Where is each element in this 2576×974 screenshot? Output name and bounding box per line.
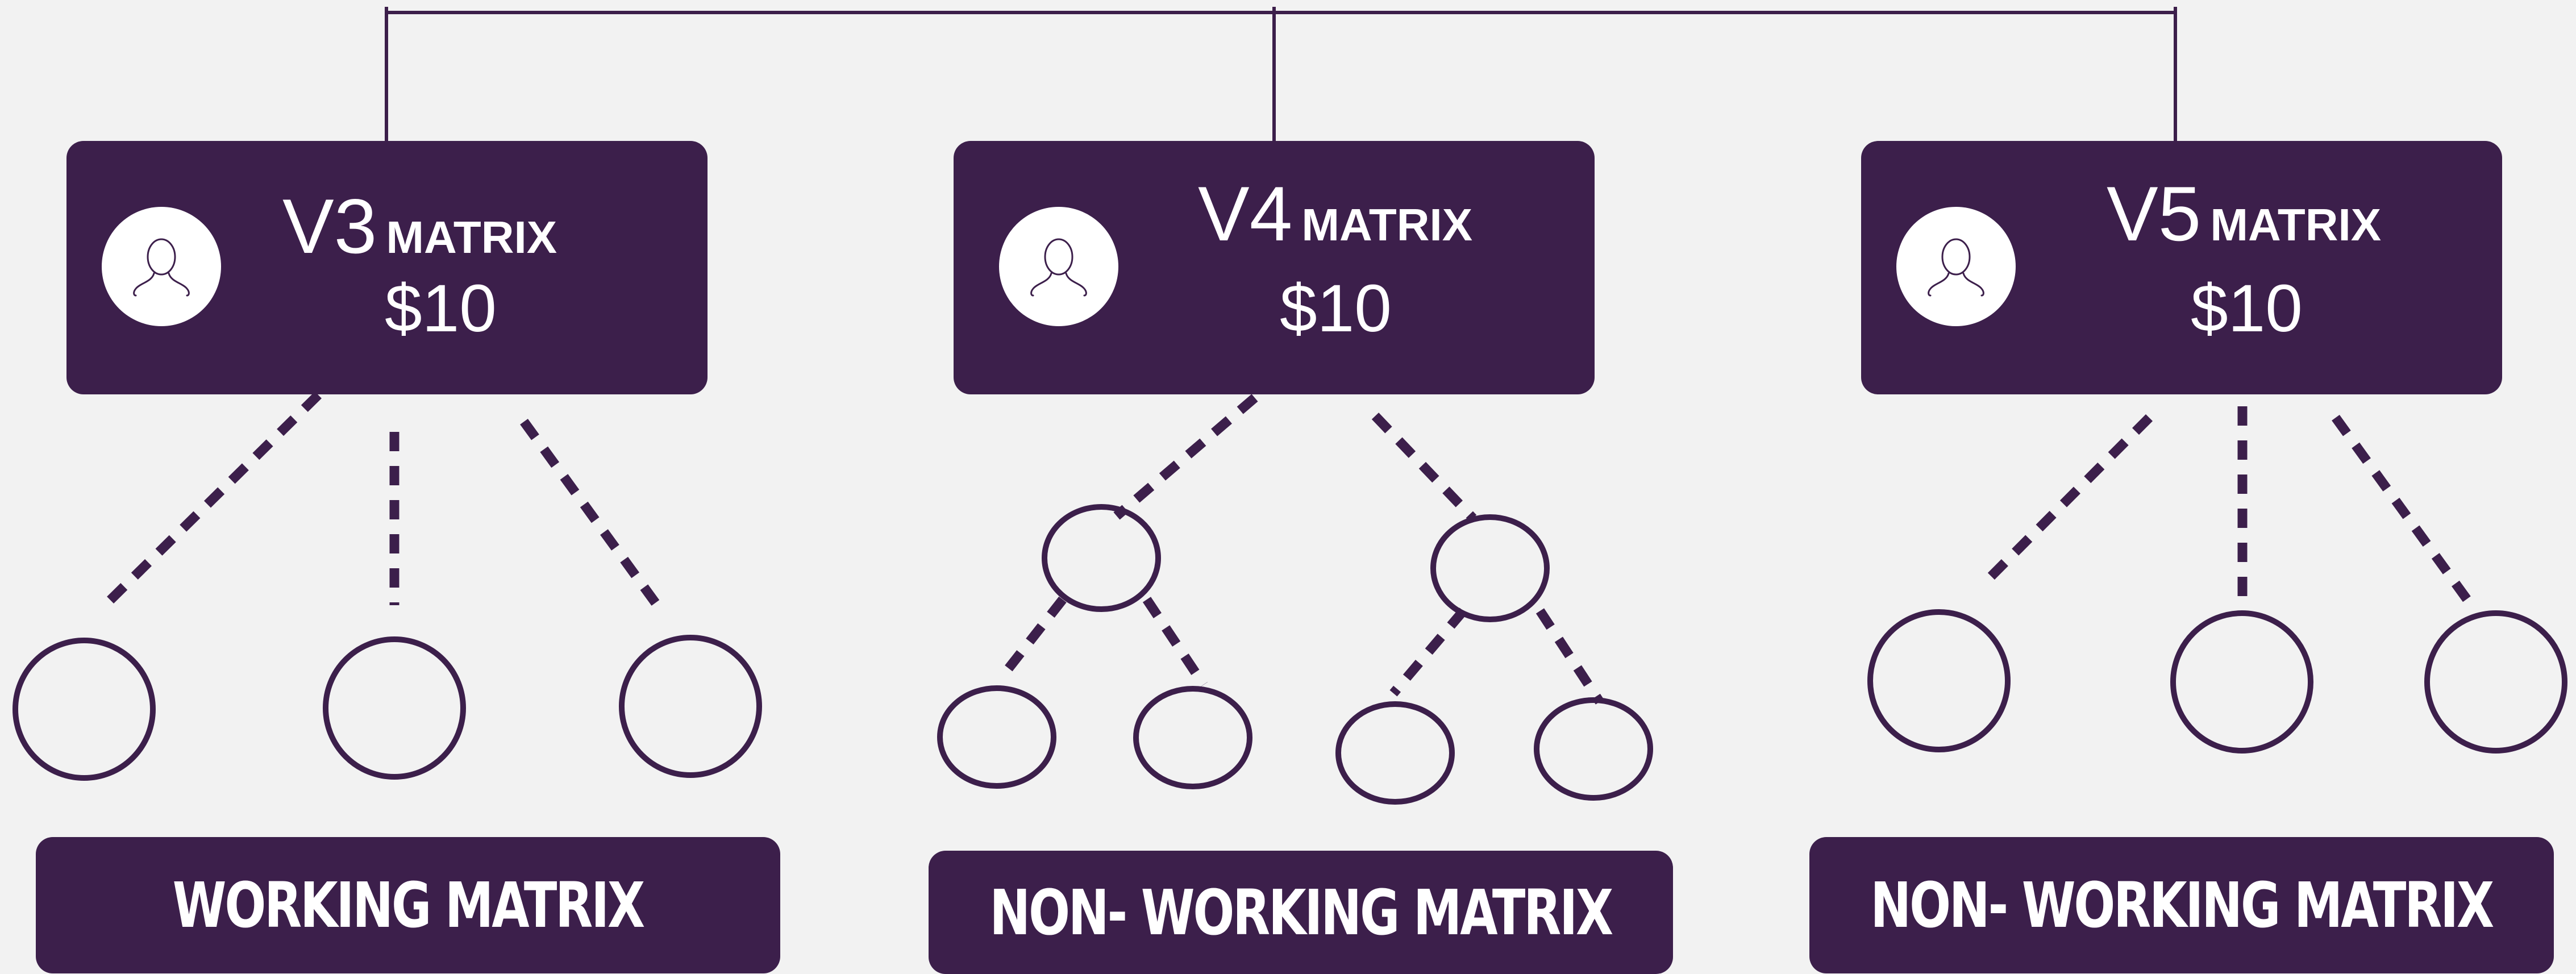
dashed-link: [1113, 394, 1258, 520]
dashed-link: [996, 596, 1067, 682]
price-label: $10: [1280, 271, 1392, 346]
matrix-node: [13, 638, 156, 781]
user-icon: [999, 207, 1118, 326]
matrix-label: MATRIX: [2210, 199, 2382, 250]
version-label: V3: [282, 183, 377, 269]
matrix-node: [619, 635, 762, 778]
dashed-link: [1389, 607, 1467, 697]
matrix-node: [1430, 514, 1550, 622]
user-icon: [1896, 207, 2016, 326]
matrix-node: [1867, 609, 2011, 752]
dashed-link: [1371, 413, 1477, 522]
user-icon: [102, 207, 221, 326]
matrix-node: [937, 685, 1056, 789]
status-label: NON- WORKING MATRIX: [1870, 869, 2495, 942]
matrix-node: [1335, 701, 1455, 805]
version-label: V4: [1198, 170, 1293, 257]
dashed-link: [1535, 608, 1604, 705]
status-banner-v3: WORKING MATRIX: [36, 837, 780, 973]
dashed-link: [1979, 414, 2153, 588]
price-label: $10: [2191, 271, 2303, 346]
status-label: WORKING MATRIX: [172, 869, 645, 942]
status-banner-v4: NON- WORKING MATRIX: [929, 851, 1673, 974]
price-label: $10: [385, 271, 497, 346]
dashed-link: [520, 419, 663, 611]
dashed-link: [1142, 597, 1208, 688]
matrix-label: MATRIX: [1301, 199, 1473, 250]
dashed-link: [2332, 415, 2473, 605]
matrix-node: [323, 636, 466, 780]
matrix-node: [1534, 697, 1653, 801]
dashed-link: [105, 391, 322, 606]
matrix-node: [2424, 610, 2567, 754]
matrix-node: [2170, 610, 2313, 754]
status-banner-v5: NON- WORKING MATRIX: [1809, 837, 2554, 973]
matrix-label: MATRIX: [386, 212, 557, 263]
matrix-node: [1133, 686, 1252, 789]
status-label: NON- WORKING MATRIX: [989, 876, 1614, 949]
version-label: V5: [2107, 170, 2202, 257]
matrix-node: [1042, 504, 1161, 612]
